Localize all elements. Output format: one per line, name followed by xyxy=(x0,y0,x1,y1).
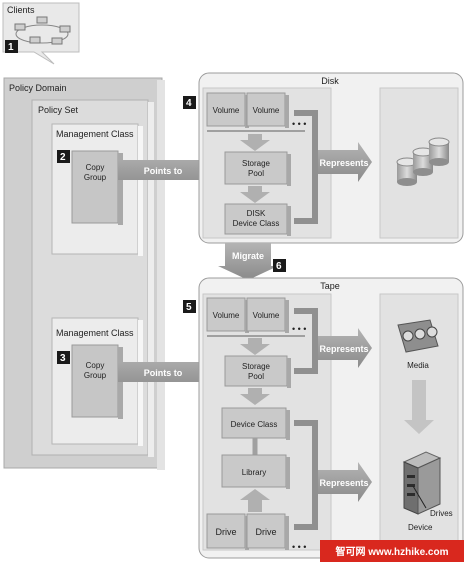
policy-domain-label: Policy Domain xyxy=(9,83,67,93)
step-2-number: 2 xyxy=(60,152,66,163)
tape-library-device-icon xyxy=(402,451,442,515)
migrate-label: Migrate xyxy=(232,251,264,261)
media-device-arrow xyxy=(404,380,434,434)
tape-title: Tape xyxy=(320,281,340,291)
tape-more-dots: • • • xyxy=(292,324,306,334)
step-4-badge xyxy=(183,96,196,109)
step-1-number: 1 xyxy=(8,42,14,53)
tape-library xyxy=(221,454,287,488)
step-4-number: 4 xyxy=(186,98,192,109)
device-label: Device xyxy=(408,523,433,532)
disk-volume-1: Volume xyxy=(213,106,240,115)
tape-drive-more-dots: • • • xyxy=(292,542,306,552)
represents-3-label: Represents xyxy=(319,478,368,488)
step-6-badge xyxy=(273,259,286,272)
disk-volume-2: Volume xyxy=(253,106,280,115)
represents-2-label: Represents xyxy=(319,344,368,354)
represents-1-label: Represents xyxy=(319,158,368,168)
tape-device-class xyxy=(221,407,287,439)
drives-label: Drives xyxy=(430,509,453,518)
step-5-badge xyxy=(183,300,196,313)
tape-drive-2: Drive xyxy=(255,527,276,537)
watermark: 智可网 www.hzhike.com xyxy=(320,540,464,562)
tape-volume-2: Volume xyxy=(253,311,280,320)
disk-device-class xyxy=(224,203,288,235)
points-to-1-label: Points to xyxy=(144,166,183,176)
management-class-2-label: Management Class xyxy=(56,328,134,338)
tape-device-class-label: Device Class xyxy=(231,420,278,429)
management-class-1-label: Management Class xyxy=(56,129,134,139)
copy-group-2-box xyxy=(71,344,119,418)
disk-storage-pool xyxy=(224,151,288,185)
media-label: Media xyxy=(407,361,429,370)
step-3-number: 3 xyxy=(60,353,66,364)
tape-volume-1: Volume xyxy=(213,311,240,320)
tape-drive-1: Drive xyxy=(215,527,236,537)
migrate-arrow: Migrate 6 xyxy=(218,243,286,280)
step-2-badge xyxy=(57,150,70,163)
watermark-text: 智可网 www.hzhike.com xyxy=(336,545,449,558)
disk-more-dots: • • • xyxy=(292,119,306,129)
tape-storage-pool xyxy=(224,355,288,387)
step-1-badge xyxy=(5,40,18,53)
clients-label: Clients xyxy=(7,5,35,15)
copy-group-1-box xyxy=(71,150,119,224)
disk-drives-icon xyxy=(396,137,450,186)
network-icon xyxy=(14,16,71,45)
step-6-number: 6 xyxy=(276,261,282,272)
disk-title: Disk xyxy=(321,76,339,86)
step-5-number: 5 xyxy=(186,302,192,313)
clients-panel: Clients 1 xyxy=(2,2,80,65)
step-3-badge xyxy=(57,351,70,364)
tape-library-label: Library xyxy=(242,468,266,477)
tape-media-icon xyxy=(397,319,439,353)
points-to-2-label: Points to xyxy=(144,368,183,378)
watermark-badge xyxy=(320,540,464,562)
policy-set-label: Policy Set xyxy=(38,105,79,115)
